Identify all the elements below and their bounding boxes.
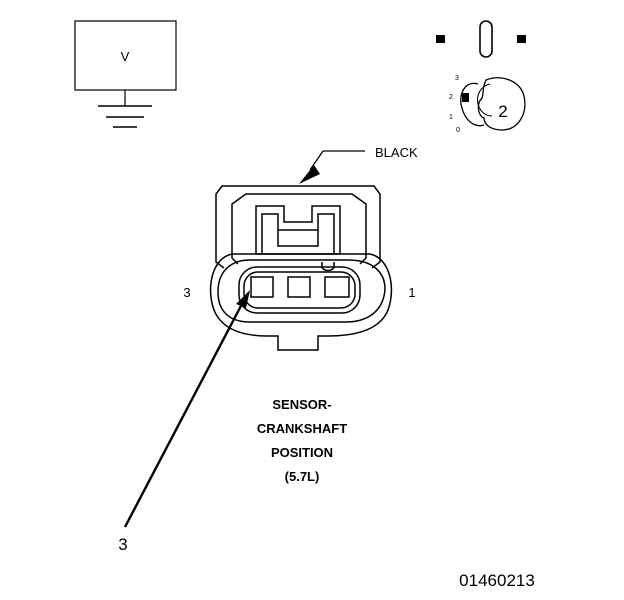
wire-color-pointer bbox=[299, 150, 365, 184]
outer-shell bbox=[209, 253, 393, 351]
pin-label-left: 3 bbox=[183, 285, 190, 300]
figure-id: 01460213 bbox=[459, 571, 535, 590]
terminal-right-icon bbox=[517, 35, 526, 43]
scale-label-0: 0 bbox=[456, 127, 460, 134]
latch-housing-outline bbox=[215, 185, 381, 269]
arrowhead-icon bbox=[299, 165, 320, 184]
cavity-pin-2 bbox=[287, 276, 311, 298]
cavity-pin-1 bbox=[324, 276, 350, 298]
terminal-left-icon bbox=[436, 35, 445, 43]
key-notch bbox=[321, 262, 335, 272]
inner-seal bbox=[217, 259, 386, 323]
meter-label: V bbox=[121, 49, 130, 64]
cavity-block-inner bbox=[243, 271, 356, 309]
connector-body bbox=[209, 185, 393, 351]
component-line-4: (5.7L) bbox=[285, 469, 320, 484]
latch-housing-inner bbox=[231, 193, 367, 265]
callout-arrowhead-icon bbox=[236, 290, 250, 308]
connector-view-icon: 3 2 1 0 2 bbox=[436, 20, 526, 134]
component-line-3: POSITION bbox=[271, 445, 333, 460]
pin-label-right: 1 bbox=[408, 285, 415, 300]
callout-number: 3 bbox=[118, 535, 127, 554]
scale-label-2: 2 bbox=[449, 94, 453, 101]
latch-tab bbox=[255, 205, 341, 254]
component-name: SENSOR- CRANKSHAFT POSITION (5.7L) bbox=[257, 397, 347, 484]
wire-color-label: BLACK bbox=[375, 145, 418, 160]
cavity-pin-3 bbox=[250, 276, 274, 298]
voltmeter-symbol: V bbox=[74, 20, 177, 128]
latch-tab-inner bbox=[261, 213, 335, 254]
latch-bridge bbox=[277, 230, 319, 247]
terminal-probe-icon bbox=[460, 77, 526, 131]
cavity-block bbox=[238, 266, 361, 314]
view-number: 2 bbox=[498, 102, 507, 121]
scale-label-1: 1 bbox=[449, 114, 453, 121]
ground-icon bbox=[98, 105, 152, 128]
component-line-2: CRANKSHAFT bbox=[257, 421, 347, 436]
scale-label-3: 3 bbox=[455, 75, 459, 82]
slot-icon bbox=[479, 20, 493, 58]
callout-leader bbox=[123, 290, 250, 528]
component-line-1: SENSOR- bbox=[272, 397, 331, 412]
